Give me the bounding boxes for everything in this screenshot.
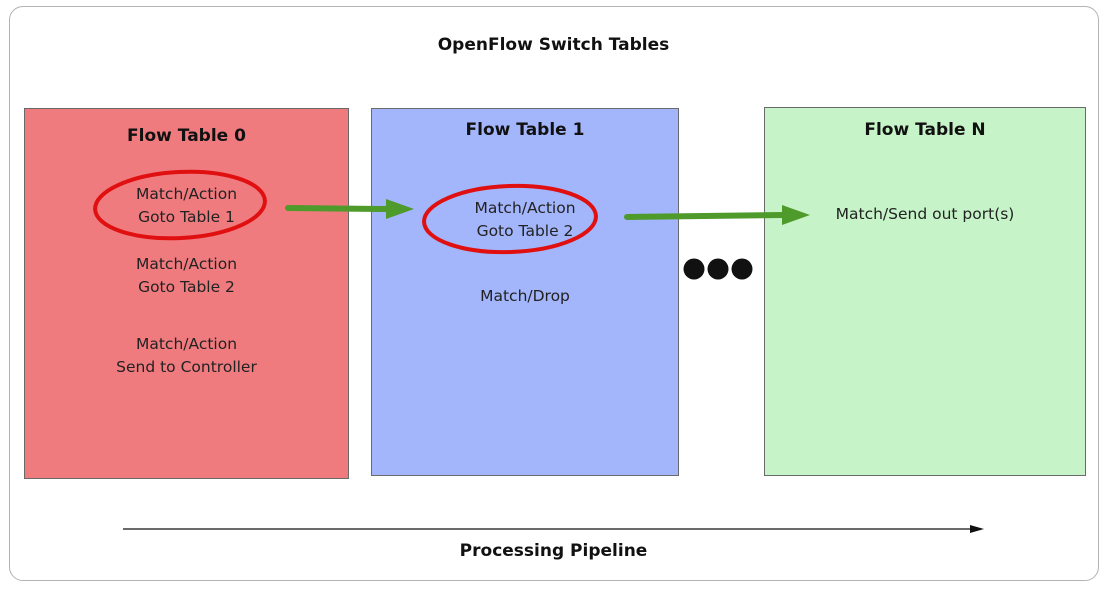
flow-table-1: Flow Table 1 Match/Action Goto Table 2 M… [371, 108, 679, 476]
flow-table-1-title: Flow Table 1 [465, 120, 585, 140]
flow-table-1-entry-1: Match/Action Goto Table 2 [372, 197, 678, 243]
flow-table-n: Flow Table N Match/Send out port(s) [764, 107, 1086, 476]
entry-line: Match/Action [474, 199, 576, 217]
entry-line: Send to Controller [116, 358, 257, 376]
flow-table-n-title: Flow Table N [864, 120, 986, 140]
entry-line: Match/Send out port(s) [835, 205, 1015, 223]
entry-line: Goto Table 2 [138, 278, 235, 296]
flow-table-n-entry-1: Match/Send out port(s) [765, 203, 1085, 226]
entry-line: Match/Drop [480, 287, 570, 305]
entry-line: Match/Action [135, 185, 238, 203]
entry-line: Goto Table 2 [476, 222, 574, 240]
flow-table-0-entry-1: Match/Action Goto Table 1 [25, 183, 348, 229]
entry-line: Goto Table 1 [138, 208, 235, 226]
flow-table-0-entry-3: Match/Action Send to Controller [25, 333, 348, 379]
pipeline-label: Processing Pipeline [459, 541, 648, 561]
flow-table-0-title: Flow Table 0 [127, 126, 246, 146]
flow-table-0-entry-2: Match/Action Goto Table 2 [25, 253, 348, 299]
diagram-title: OpenFlow Switch Tables [437, 35, 670, 55]
entry-line: Match/Action [135, 255, 238, 273]
flow-table-1-entry-2: Match/Drop [372, 285, 678, 308]
entry-line: Match/Action [135, 335, 238, 353]
flow-table-0: Flow Table 0 Match/Action Goto Table 1 M… [24, 108, 349, 479]
